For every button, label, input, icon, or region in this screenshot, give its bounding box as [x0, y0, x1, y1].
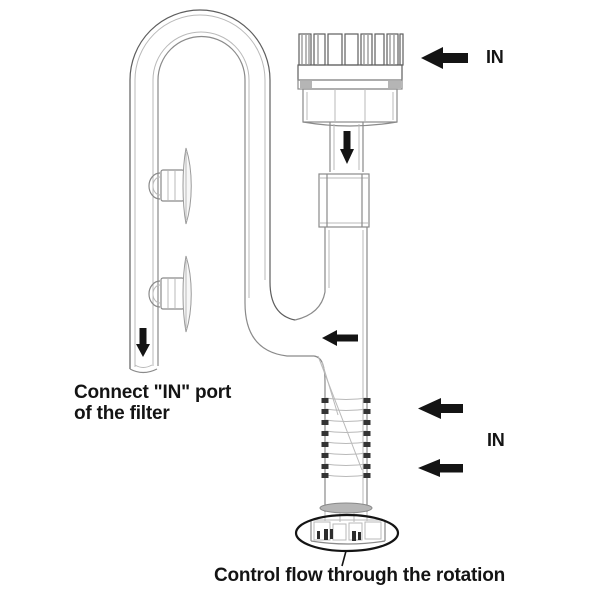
crown-teeth: [298, 33, 404, 66]
flow-down-arrow-cap: [340, 131, 354, 164]
label-connect-line1: Connect "IN" port: [74, 382, 232, 403]
skimmer-cap: [297, 33, 404, 127]
suction-cup-lower: [148, 255, 192, 333]
label-in-top: IN: [486, 47, 504, 67]
cap-ring: [297, 64, 403, 81]
flow-slots: [321, 397, 371, 478]
flow-down-arrow-outlet: [136, 328, 150, 357]
flow-arrows: [136, 47, 468, 477]
base-slots: [317, 529, 361, 541]
flow-left-arrow-junction: [322, 330, 358, 346]
label-control-flow: Control flow through the rotation: [214, 565, 506, 586]
suction-cup-upper: [148, 147, 192, 225]
skimmer-body: [294, 122, 371, 512]
lily-pipe: [129, 9, 326, 512]
rotation-circle-highlight: [294, 513, 400, 553]
label-connect-line2: of the filter: [74, 403, 170, 424]
telescopic-sleeve: [318, 173, 370, 228]
base-gray-ring: [319, 502, 373, 514]
cap-knurl-band: [297, 79, 403, 90]
rotating-sleeve-edge: [317, 355, 363, 471]
label-connect-port: Connect "IN" port of the filter: [74, 382, 231, 424]
callout-line: [341, 550, 347, 567]
cap-collar: [302, 88, 398, 127]
in-arrow-side-lower: [418, 459, 463, 477]
in-arrow-side-upper: [418, 398, 463, 419]
in-arrow-top: [421, 47, 468, 69]
outlet-open-end: [129, 368, 158, 374]
rotation-base: [310, 502, 386, 545]
label-in-side: IN: [487, 430, 505, 450]
